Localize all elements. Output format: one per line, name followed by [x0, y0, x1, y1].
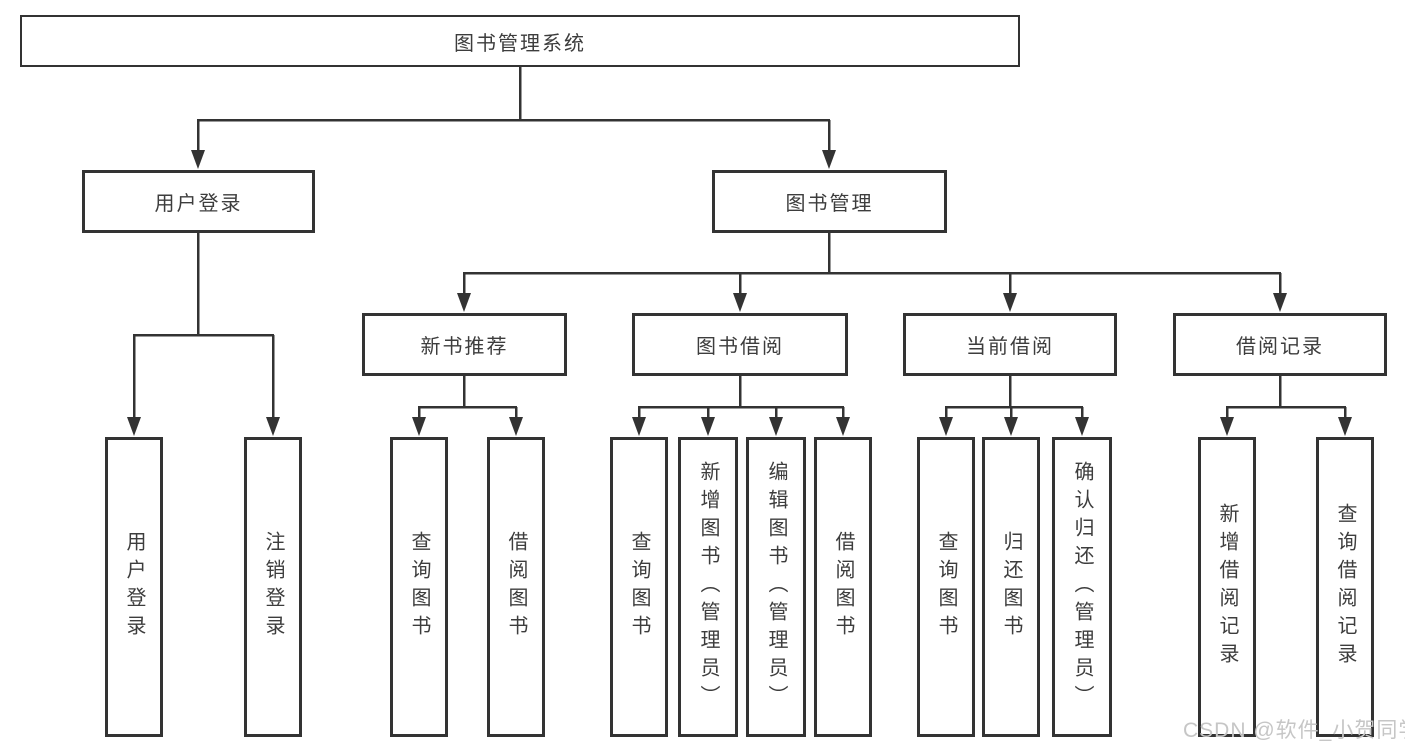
node-new-book-recommendation: 新书推荐 [362, 313, 567, 376]
node-label: 查询图书 [628, 531, 650, 643]
node-book-borrowing: 图书借阅 [632, 313, 848, 376]
node-label: 图书借阅 [696, 336, 784, 358]
leaf-add-borrow-record: 新增借阅记录 [1198, 437, 1256, 737]
node-label: 图书管理系统 [454, 32, 586, 55]
node-label: 新增图书（管理员） [697, 461, 719, 713]
leaf-edit-books-admin: 编辑图书（管理员） [746, 437, 806, 737]
node-label: 查询图书 [408, 531, 430, 643]
node-label: 注销登录 [262, 531, 284, 643]
node-label: 归还图书 [1000, 531, 1022, 643]
node-label: 借阅图书 [832, 531, 854, 643]
node-label: 当前借阅 [966, 336, 1054, 358]
node-label: 用户登录 [154, 193, 243, 215]
node-label: 图书管理 [785, 193, 874, 215]
node-label: 新增借阅记录 [1216, 503, 1238, 671]
node-borrowing-records: 借阅记录 [1173, 313, 1387, 376]
leaf-query-borrow-record: 查询借阅记录 [1316, 437, 1374, 737]
leaf-return-books: 归还图书 [982, 437, 1040, 737]
node-book-management: 图书管理 [712, 170, 947, 233]
leaf-user-login: 用户登录 [105, 437, 163, 737]
node-label: 用户登录 [123, 531, 145, 643]
node-current-borrowing: 当前借阅 [903, 313, 1117, 376]
node-label: 新书推荐 [420, 336, 509, 358]
leaf-query-books-current: 查询图书 [917, 437, 975, 737]
node-label: 借阅图书 [505, 531, 527, 643]
node-label: 查询图书 [935, 531, 957, 643]
node-label: 借阅记录 [1236, 336, 1324, 358]
node-user-login: 用户登录 [82, 170, 315, 233]
leaf-confirm-return-admin: 确认归还（管理员） [1052, 437, 1112, 737]
leaf-query-books-borrowing: 查询图书 [610, 437, 668, 737]
leaf-borrow-books-borrowing: 借阅图书 [814, 437, 872, 737]
leaf-query-books-recommend: 查询图书 [390, 437, 448, 737]
leaf-add-books-admin: 新增图书（管理员） [678, 437, 738, 737]
node-label: 确认归还（管理员） [1071, 461, 1093, 713]
node-label: 查询借阅记录 [1334, 503, 1356, 671]
node-label: 编辑图书（管理员） [765, 461, 787, 713]
leaf-borrow-books-recommend: 借阅图书 [487, 437, 545, 737]
node-library-management-system: 图书管理系统 [20, 15, 1020, 67]
watermark: CSDN @软件_小贺同学 [1183, 719, 1405, 742]
leaf-logout: 注销登录 [244, 437, 302, 737]
